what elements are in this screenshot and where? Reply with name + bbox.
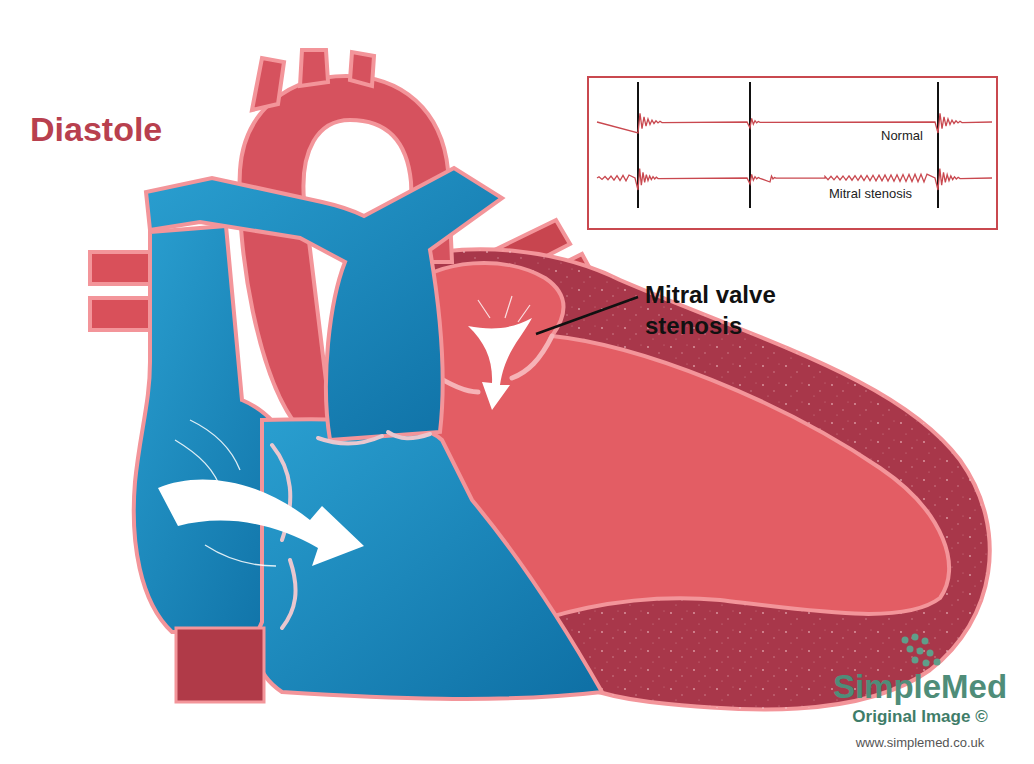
logo-dot <box>927 650 934 657</box>
callout-label: Mitral valve stenosis <box>645 279 830 341</box>
pulmonary-vein <box>90 298 150 330</box>
trace-label: Mitral stenosis <box>827 186 914 201</box>
inset-box: NormalMitral stenosis <box>587 76 998 230</box>
logo-dot <box>912 634 919 641</box>
logo-dot <box>922 638 929 645</box>
logo-dot <box>917 648 924 655</box>
flow-line <box>478 296 530 322</box>
tricuspid-valve <box>272 445 296 628</box>
pulmonary-vein <box>90 252 150 284</box>
logo-dot <box>923 660 930 667</box>
logo-dot <box>907 646 914 653</box>
phonocardiogram <box>589 78 996 228</box>
aortic-branch <box>350 52 374 86</box>
pulmonary-artery <box>146 168 502 440</box>
leader-line <box>536 297 638 334</box>
mitral-flow-arrow <box>468 318 532 410</box>
trace-label: Normal <box>879 128 925 143</box>
logo-subtitle: Original Image © <box>812 706 1028 728</box>
stenosis-trace <box>597 169 992 190</box>
logo-dot <box>934 659 941 666</box>
logo-icon <box>902 634 941 667</box>
aortic-branch <box>252 58 284 110</box>
aortic-branch <box>300 50 328 86</box>
logo-dot <box>902 637 909 644</box>
inferior-vena-cava <box>176 628 264 702</box>
timing-line <box>749 82 751 208</box>
mitral-leaflet <box>512 336 552 378</box>
logo-wordmark: SimpleMed <box>812 668 1028 706</box>
watermark-url: www.simplemed.co.uk <box>812 734 1028 751</box>
right-ventricle <box>256 419 602 699</box>
diagram-title: Diastole <box>30 110 162 149</box>
tricuspid-flow-arrow <box>158 479 364 566</box>
pulmonary-valve <box>318 432 430 444</box>
logo-dot <box>912 657 919 664</box>
normal-trace <box>597 113 992 133</box>
